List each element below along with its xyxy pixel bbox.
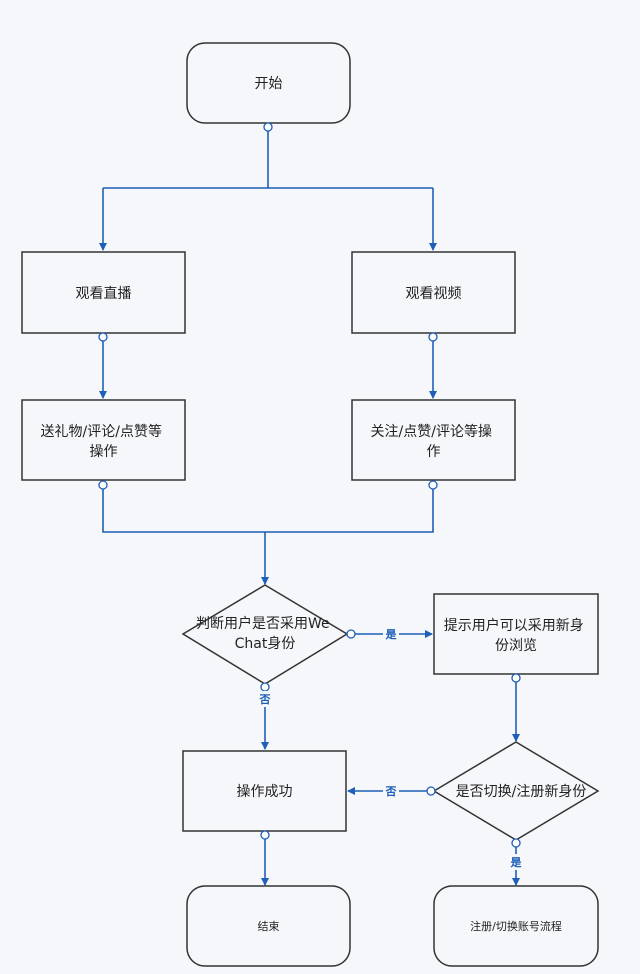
node-watch-video-label: 观看视频 [406,286,462,302]
node-video-actions-line-1: 关注/点赞/评论等操 [371,423,492,440]
node-live-actions-line-2: 操作 [90,444,118,460]
node-end: 结束 [186,885,351,967]
handle-live-bottom [98,332,108,342]
node-decision-wechat-label: 判断用户是否采用We Chat身份 [196,615,334,652]
connector-handles [98,122,521,848]
handle-wechat-right [346,629,356,639]
node-decision-wechat: 判断用户是否采用We Chat身份 [181,584,349,685]
handle-switch-left [426,786,436,796]
node-live-actions: 送礼物/评论/点赞等 操作 [21,399,186,481]
node-video-actions-label: 关注/点赞/评论等操 作 [371,423,497,460]
node-success-label: 操作成功 [237,784,293,800]
node-start: 开始 [186,42,351,124]
node-prompt-line-2: 份浏览 [495,638,537,654]
node-decision-wechat-line-1: 判断用户是否采用We [196,615,330,632]
node-video-actions-line-2: 作 [427,444,441,460]
edge-start-to-split [103,130,433,189]
handle-start-bottom [263,122,273,132]
handle-success-bottom [260,830,270,840]
node-watch-live: 观看直播 [21,251,186,334]
handle-prompt-bottom [511,673,521,683]
node-register-flow: 注册/切换账号流程 [433,885,599,967]
node-watch-live-label: 观看直播 [76,285,132,302]
node-live-actions-label: 送礼物/评论/点赞等 操作 [41,423,167,460]
edge-label-wechat-no: 否 [259,693,271,706]
node-watch-video: 观看视频 [351,251,516,334]
handle-video-bottom [428,332,438,342]
node-video-actions: 关注/点赞/评论等操 作 [351,399,516,481]
edge-label-switch-yes: 是 [510,856,523,869]
handle-live-actions-bottom [98,480,108,490]
edge-label-switch-no: 否 [385,785,397,798]
node-prompt-new-identity: 提示用户可以采用新身 份浏览 [433,593,599,675]
node-success: 操作成功 [182,750,347,832]
handle-video-actions-bottom [428,480,438,490]
edge-actions-merge [102,488,434,533]
edge-labels: 是 否 否 是 [257,626,524,870]
node-register-flow-label: 注册/切换账号流程 [470,919,562,933]
node-prompt-line-1: 提示用户可以采用新身 [444,617,584,634]
node-live-actions-line-1: 送礼物/评论/点赞等 [41,423,162,440]
node-decision-switch: 是否切换/注册新身份 [432,741,600,841]
node-end-label: 结束 [258,920,280,933]
handle-switch-bottom [511,838,521,848]
node-decision-wechat-line-2: Chat身份 [235,636,296,652]
node-decision-switch-label: 是否切换/注册新身份 [456,783,587,800]
node-start-label: 开始 [255,76,283,92]
edge-label-wechat-yes: 是 [385,628,398,641]
node-prompt-new-identity-label: 提示用户可以采用新身 份浏览 [444,617,588,654]
handle-wechat-bottom [260,682,270,692]
